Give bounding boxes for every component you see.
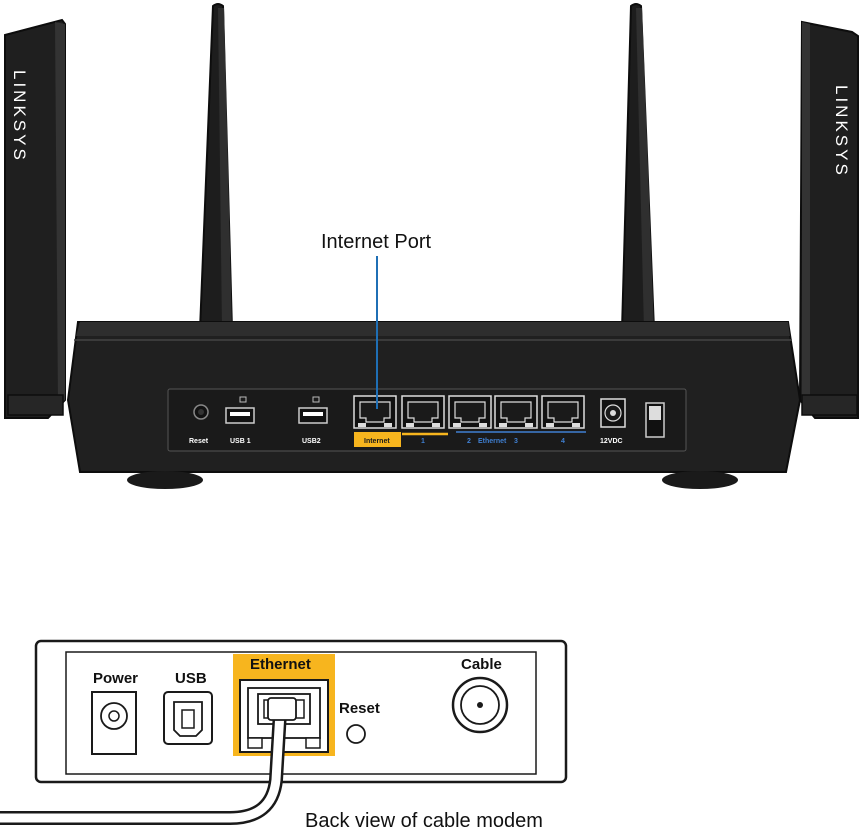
modem-reset-button [347, 725, 365, 743]
router-label-eth2: 2 [467, 438, 471, 445]
router-label-reset: Reset [189, 438, 209, 445]
router-label-eth3: 3 [514, 438, 518, 445]
router-label-power: 12VDC [600, 438, 623, 445]
modem-label-ethernet: Ethernet [250, 656, 311, 673]
router-left-foot [127, 471, 203, 489]
modem-label-power: Power [93, 670, 138, 687]
modem-power-jack [92, 692, 136, 754]
modem-caption: Back view of cable modem [305, 810, 543, 832]
router-right-foot [662, 471, 738, 489]
router: LINKSYS LINKSYS [5, 4, 858, 489]
modem-usb-port [164, 692, 212, 744]
router-label-eth1: 1 [421, 438, 425, 445]
router-power-switch [646, 403, 664, 437]
internet-port-callout: Internet Port [321, 231, 432, 253]
cable-modem: Power USB Ethernet Reset Cable [0, 641, 566, 832]
modem-label-cable: Cable [461, 656, 502, 673]
modem-cable-connector [453, 678, 507, 732]
router-power-jack [601, 399, 625, 427]
left-side-antenna: LINKSYS [5, 20, 65, 418]
router-label-internet: Internet [364, 438, 390, 445]
right-side-antenna: LINKSYS [800, 22, 858, 418]
left-brand-logo: LINKSYS [10, 70, 29, 163]
modem-label-reset: Reset [339, 700, 380, 717]
router-label-ethernet: Ethernet [478, 438, 507, 445]
router-label-eth4: 4 [561, 438, 565, 445]
router-reset-button [194, 405, 208, 419]
router-label-usb2: USB2 [302, 438, 321, 445]
router-ethernet-port-2 [449, 396, 491, 428]
router-ethernet-port-1 [402, 396, 444, 428]
left-tall-antenna [196, 4, 238, 356]
router-ethernet-port-4 [542, 396, 584, 428]
right-tall-antenna [618, 4, 660, 356]
modem-label-usb: USB [175, 670, 207, 687]
router-label-usb1: USB 1 [230, 438, 251, 445]
router-internet-port [354, 396, 396, 428]
router-ethernet-port-3 [495, 396, 537, 428]
right-brand-logo: LINKSYS [832, 85, 851, 178]
